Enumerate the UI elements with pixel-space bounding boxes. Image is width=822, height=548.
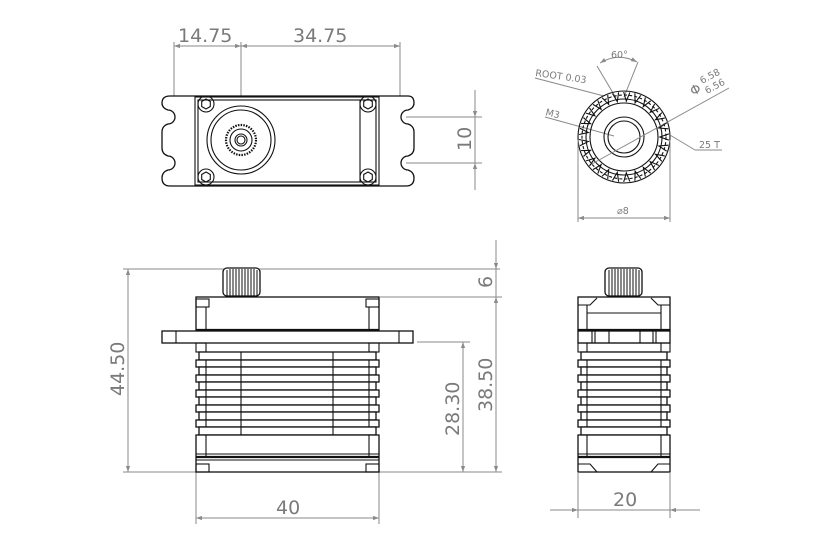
outer-diameter: ⌀8	[617, 206, 629, 217]
angle-60: 60°	[611, 50, 628, 61]
dim-34-75: 34.75	[293, 25, 347, 47]
teeth-count: 25 T	[699, 140, 720, 151]
dim-10: 10	[454, 127, 476, 151]
m3-label: M3	[544, 107, 560, 121]
top-view: 14.75 34.75	[161, 25, 482, 190]
spline-detail: 60° ROOT 0.03 M3 Φ 6.58 6.56 25 T ⌀8	[535, 50, 730, 222]
dim-14-75: 14.75	[178, 25, 232, 47]
dim-38-50: 38.50	[475, 358, 497, 412]
root-label: ROOT 0.03	[535, 68, 588, 86]
screw-icon	[197, 95, 377, 186]
dim-20: 20	[613, 489, 637, 511]
dim-6: 6	[475, 276, 497, 288]
cooling-ribs	[195, 351, 380, 436]
dim-28-30: 28.30	[442, 382, 464, 436]
spline-teeth	[578, 91, 670, 183]
output-shaft	[206, 105, 276, 175]
side-view: 20	[550, 267, 700, 518]
dim-44-50: 44.50	[107, 342, 129, 396]
front-view: 44.50 6 38.50 28.30 40	[107, 240, 502, 524]
dim-40: 40	[276, 497, 300, 519]
